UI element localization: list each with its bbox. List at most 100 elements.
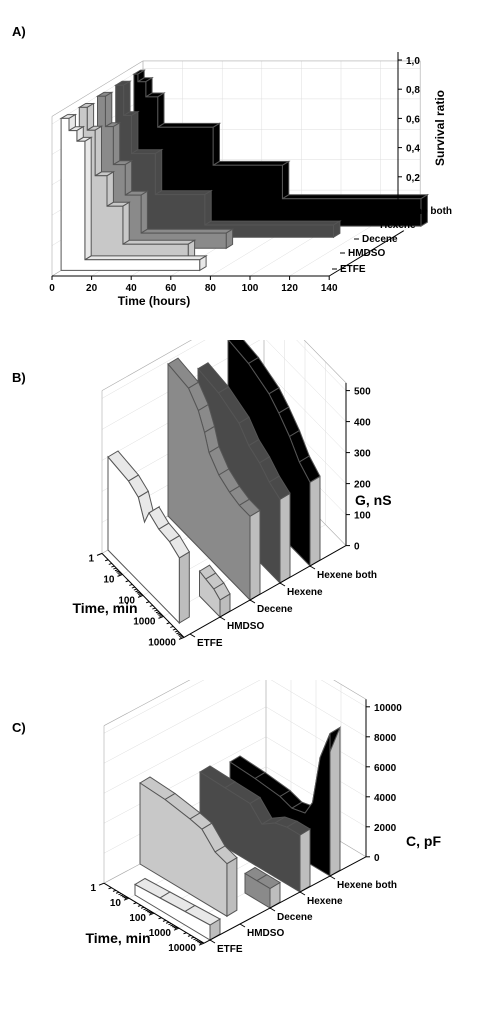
series-ledge (86, 102, 95, 132)
y-tick-label: 4000 (374, 793, 397, 804)
x-tick-label: 10 (103, 574, 115, 585)
x-tick (96, 552, 103, 556)
panel-label: A) (12, 24, 26, 39)
y-tick-label: 0,8 (406, 85, 420, 96)
x-minor-tick (115, 891, 120, 894)
frame-edge (101, 340, 192, 391)
series-area-hmdso (78, 106, 189, 260)
series-ledge (104, 91, 113, 128)
x-minor-tick (125, 580, 129, 583)
category-label: Decene (277, 912, 313, 923)
category-tick (279, 582, 286, 587)
y-tick-label: 1,0 (406, 56, 420, 67)
x-minor-tick (133, 588, 137, 591)
category-axis (203, 856, 367, 944)
x-minor-tick (196, 940, 201, 943)
x-minor-tick (187, 934, 192, 937)
x-tick-label: 120 (281, 283, 298, 294)
x-minor-tick (146, 601, 150, 604)
gridline (289, 220, 381, 277)
series-ledge (203, 220, 342, 226)
x-minor-tick (124, 897, 129, 899)
category-axis (183, 545, 347, 638)
x-tick-label: 80 (205, 283, 217, 294)
series-ledge (211, 160, 291, 166)
x-minor-tick (170, 625, 174, 628)
x-tick (98, 882, 105, 886)
series-ledge (124, 159, 133, 196)
series-ledge (204, 189, 212, 226)
x-tick (137, 594, 144, 598)
x-tick (148, 912, 155, 916)
x-minor-tick (177, 633, 181, 636)
series-wall-hexene (199, 771, 301, 893)
series-ledge (84, 136, 92, 261)
frame-edge (103, 680, 191, 726)
y-tick-label: 2000 (374, 823, 397, 834)
x-minor-tick (120, 894, 124, 897)
category-label: ETFE (340, 264, 366, 275)
x-tick-label: 100 (118, 595, 135, 606)
x-minor-tick (171, 925, 176, 928)
depth-axis (328, 230, 405, 277)
x-minor-tick (149, 604, 153, 607)
x-tick-label: 100 (242, 283, 259, 294)
x-axis-label: Time (hours) (118, 294, 190, 308)
y-axis-label: Survival ratio (433, 90, 447, 166)
x-tick (117, 573, 123, 577)
series-ledge (121, 239, 197, 245)
category-label: Decene (362, 234, 398, 245)
category-label: Hexene (307, 896, 343, 907)
category-tick (309, 565, 316, 570)
x-minor-tick (118, 893, 122, 896)
x-minor-tick (143, 908, 147, 911)
category-label: Hexene (380, 220, 416, 231)
category-label: HMDSO (348, 248, 385, 259)
series-end (309, 475, 321, 567)
series-end (299, 828, 311, 893)
x-minor-tick (183, 932, 187, 935)
x-tick-label: 10 (110, 898, 122, 909)
series-ledge (83, 255, 208, 261)
y-tick-label: 0,2 (406, 173, 420, 184)
x-minor-tick (148, 911, 152, 914)
series-area-hexene (115, 84, 334, 238)
series-ledge (123, 80, 131, 117)
series-ledge (155, 122, 222, 128)
series-end (178, 551, 190, 624)
x-minor-tick (146, 910, 151, 913)
x-minor-tick (111, 565, 115, 568)
x-tick (178, 636, 185, 640)
series-wall-etfe (107, 455, 180, 625)
frame-edge (51, 60, 144, 117)
x-tick-label: 1000 (149, 928, 172, 939)
y-tick-label: 0 (374, 853, 380, 864)
frame-edge (333, 680, 367, 700)
series-ledge (94, 125, 102, 177)
y-tick-label: 0,0 (406, 202, 420, 213)
x-minor-tick (123, 896, 127, 899)
x-tick-label: 10000 (168, 943, 196, 954)
category-tick (189, 633, 196, 638)
x-minor-tick (178, 634, 183, 637)
x-minor-tick (174, 927, 179, 929)
x-minor-tick (172, 628, 177, 631)
y-tick-label: 0,6 (406, 114, 420, 125)
x-minor-tick (199, 942, 204, 944)
series-ledge (281, 160, 290, 200)
x-minor-tick (155, 611, 160, 614)
x-minor-tick (152, 607, 156, 610)
x-minor-tick (105, 559, 109, 562)
x-minor-tick (121, 895, 126, 898)
category-label: Hexene (287, 587, 323, 598)
x-minor-tick (131, 586, 136, 589)
x-tick (158, 615, 164, 619)
y-axis-label: G, nS (355, 492, 392, 508)
y-tick-label: 300 (354, 449, 371, 460)
